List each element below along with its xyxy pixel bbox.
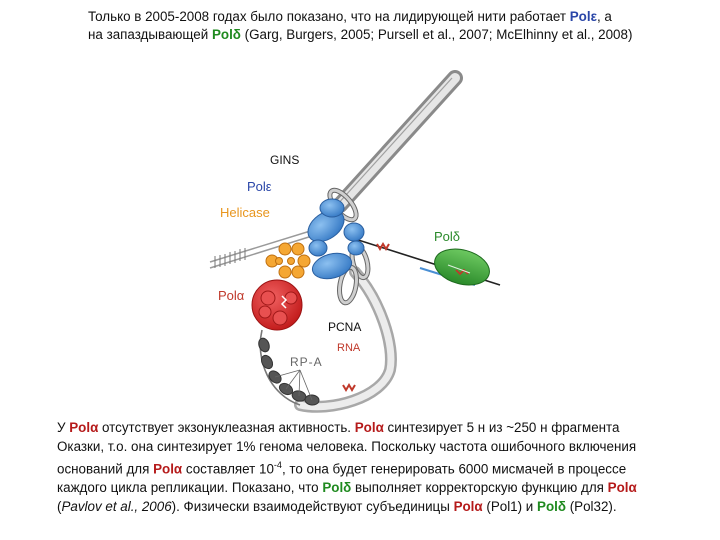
pcna-ring-low bbox=[337, 264, 359, 306]
header-text: Только в 2005-2008 годах было показано, … bbox=[88, 8, 698, 44]
label-pol-delta: Polδ bbox=[434, 229, 460, 244]
rpa-beads bbox=[258, 337, 320, 406]
header-line-2: на запаздывающей Polδ (Garg, Burgers, 20… bbox=[88, 26, 698, 44]
footer-text-fragment: составляет 10 bbox=[182, 461, 274, 477]
pol-epsilon-complex bbox=[307, 198, 365, 280]
label-gins: GINS bbox=[270, 153, 299, 167]
label-pol-alpha: Polα bbox=[218, 288, 245, 303]
label-pol-epsilon: Polε bbox=[247, 179, 272, 194]
rna-primer-2 bbox=[342, 383, 356, 392]
footer-line-2: Оказки, т.о. она синтезирует 1% генома ч… bbox=[57, 439, 637, 454]
label-rpa: RP-A bbox=[290, 355, 323, 369]
pol-delta-term: Polδ bbox=[322, 480, 352, 496]
pol-alpha-term: Polα bbox=[453, 499, 483, 515]
footer-text-fragment: ( bbox=[57, 499, 62, 515]
pol-alpha-complex bbox=[251, 279, 303, 331]
header-line1-b: , а bbox=[596, 9, 612, 24]
rpa-pointer-lines bbox=[274, 369, 313, 401]
footer-text: У Polα отсутствует экзонуклеазная активн… bbox=[57, 418, 687, 516]
label-rna: RNA bbox=[337, 342, 361, 354]
footer-line-3: оснований для Polα составляет 10-4, то о… bbox=[57, 456, 687, 478]
rna-primer-1 bbox=[376, 242, 390, 251]
label-pcna: PCNA bbox=[328, 320, 361, 334]
footer-line-4: каждого цикла репликации. Показано, что … bbox=[57, 478, 687, 497]
header-line-1: Только в 2005-2008 годах было показано, … bbox=[88, 8, 698, 26]
footer-text-fragment: ). Физически взаимодействуют субъединицы bbox=[171, 499, 454, 515]
pol-alpha-term: Polα bbox=[354, 420, 384, 435]
footer-line-1: У Polα отсутствует экзонуклеазная активн… bbox=[57, 418, 687, 437]
pol-delta-complex bbox=[434, 248, 490, 286]
footer-text-fragment: выполняет корректорскую функцию для bbox=[351, 480, 608, 496]
label-helicase: Helicase bbox=[220, 205, 270, 220]
leading-strand bbox=[209, 227, 321, 269]
footer-text-fragment: (Pol32). bbox=[565, 499, 617, 515]
exponent: -4 bbox=[273, 460, 282, 470]
parental-dna-duplex bbox=[332, 70, 463, 213]
footer-text-fragment: оснований для bbox=[57, 461, 154, 477]
citation: Pavlov et al., 2006 bbox=[61, 499, 172, 515]
header-line2-a: на запаздывающей bbox=[88, 27, 212, 42]
pol-e-term: Polε bbox=[569, 9, 597, 24]
footer-text-fragment: синтезирует 5 н из ~250 н фрагмента bbox=[383, 420, 620, 435]
footer-text-fragment: У bbox=[57, 420, 70, 435]
footer-line-5: (Pavlov et al., 2006). Физически взаимод… bbox=[57, 497, 687, 516]
pol-alpha-term: Polα bbox=[69, 420, 99, 435]
pol-alpha-term: Polα bbox=[607, 480, 637, 496]
pol-alpha-term: Polα bbox=[153, 461, 183, 477]
header-line2-b: (Garg, Burgers, 2005; Pursell et al., 20… bbox=[240, 27, 633, 42]
footer-text-fragment: каждого цикла репликации. Показано, что bbox=[57, 480, 323, 496]
footer-text-fragment: (Pol1) и bbox=[482, 499, 538, 515]
pol-delta-term: Polδ bbox=[537, 499, 566, 515]
footer-text-fragment: , то она будет генерировать 6000 мисмаче… bbox=[281, 461, 627, 477]
header-line1-a: Только в 2005-2008 годах было показано, … bbox=[88, 9, 570, 24]
helicase-ring bbox=[265, 242, 311, 279]
footer-text-fragment: отсутствует экзонуклеазная активность. bbox=[98, 420, 355, 435]
pol-d-term: Polδ bbox=[211, 27, 241, 42]
